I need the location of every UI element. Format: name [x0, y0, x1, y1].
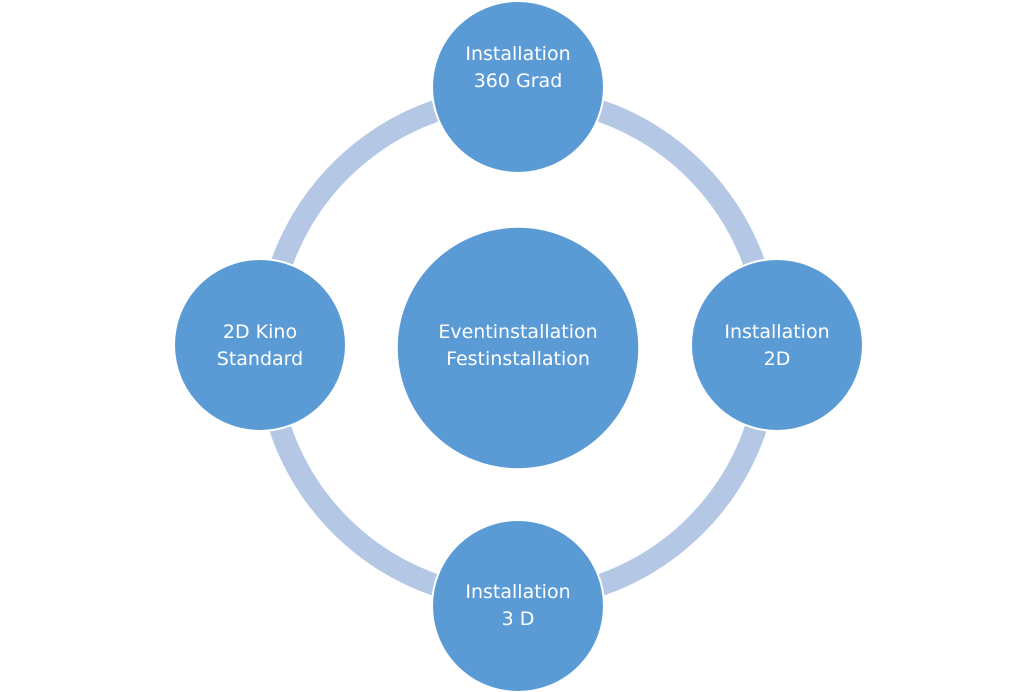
top-node-label-line1: Installation	[465, 43, 570, 65]
top-node-label-line2: 360 Grad	[474, 70, 563, 92]
bottom-node-circle	[431, 519, 605, 692]
left-node-circle	[173, 258, 347, 432]
left-node: 2D Kino Standard	[173, 258, 347, 432]
left-node-label-line1: 2D Kino	[223, 321, 297, 343]
center-node: Eventinstallation Festinstallation	[396, 226, 640, 470]
right-node: Installation 2D	[690, 258, 864, 432]
right-node-label-line2: 2D	[764, 348, 791, 370]
bottom-node: Installation 3 D	[431, 519, 605, 692]
center-node-label-line1: Eventinstallation	[438, 321, 597, 343]
right-node-circle	[690, 258, 864, 432]
top-node-circle	[431, 0, 605, 174]
bottom-node-label-line1: Installation	[465, 581, 570, 603]
left-node-label-line2: Standard	[217, 348, 303, 370]
center-node-label-line2: Festinstallation	[446, 348, 590, 370]
bottom-node-label-line2: 3 D	[502, 608, 535, 630]
right-node-label-line1: Installation	[724, 321, 829, 343]
top-node: Installation 360 Grad	[431, 0, 605, 174]
center-node-circle	[396, 226, 640, 470]
